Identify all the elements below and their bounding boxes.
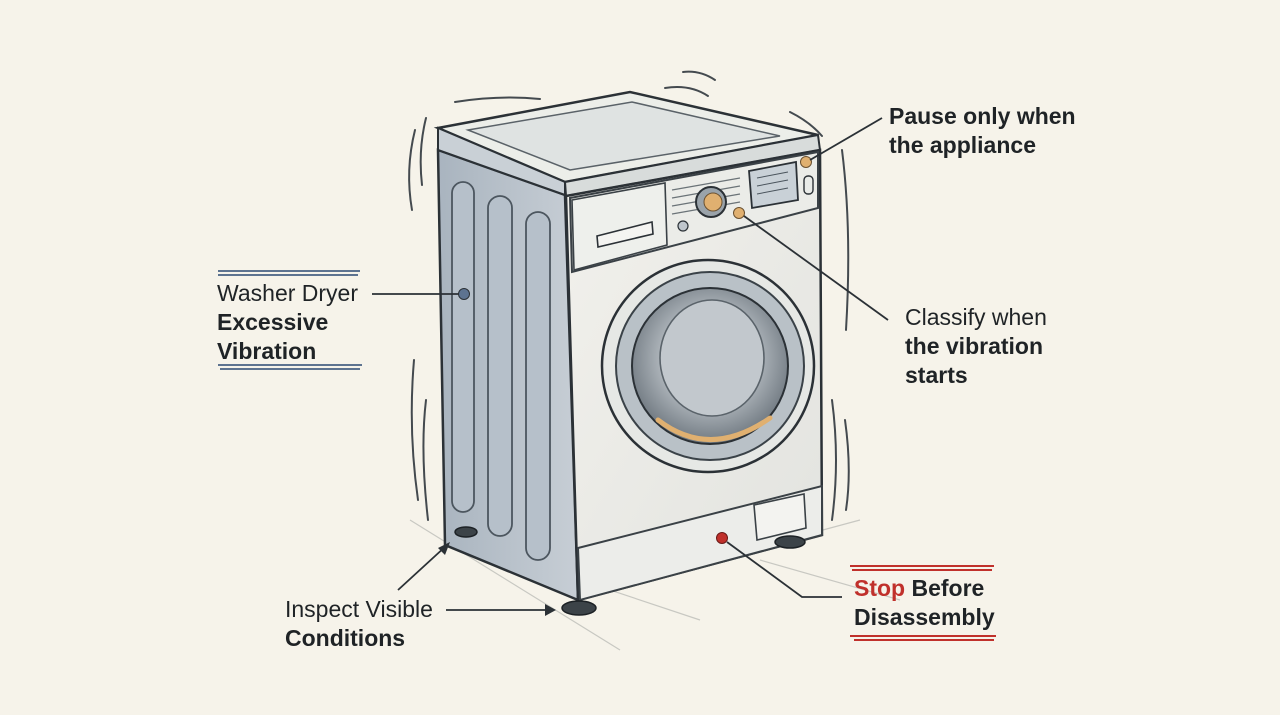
callout-inspect-line1: Inspect Visible — [285, 596, 433, 622]
callout-stop-highlight: Stop — [854, 575, 906, 601]
callout-stop: Stop Before Disassembly — [854, 574, 995, 632]
drum-inner — [659, 299, 765, 417]
leader-lines — [372, 117, 889, 611]
leader-top-right — [809, 117, 883, 161]
detergent-drawer — [571, 182, 668, 272]
small-button-left — [677, 220, 689, 232]
callout-stop-line1: Stop Before — [854, 574, 995, 603]
leader-bottom-right — [726, 541, 842, 598]
filter-access-door — [753, 493, 807, 541]
power-button — [803, 175, 814, 195]
callout-classify-line3: starts — [905, 362, 968, 388]
vibration-marks — [408, 70, 850, 521]
callout-classify-line2: the vibration — [905, 333, 1044, 359]
callout-inspect: Inspect Visible Conditions — [285, 595, 433, 653]
washer-top-inset — [465, 101, 781, 171]
display-lines — [756, 171, 789, 195]
drum-gasket-highlight — [655, 415, 773, 442]
callout-title: Washer Dryer Excessive Vibration — [217, 279, 358, 366]
marker-side-panel — [458, 288, 470, 300]
leader-bottom-left-upper — [397, 545, 447, 591]
side-ribs — [451, 181, 551, 561]
callout-classify-line1: Classify when — [905, 304, 1047, 330]
callout-pause: Pause only when the appliance — [889, 102, 1076, 160]
callout-stop-line2: Disassembly — [854, 604, 995, 630]
foot-left-front — [561, 600, 597, 616]
control-display — [748, 160, 799, 210]
arrowheads — [438, 542, 556, 616]
callout-classify: Classify when the vibration starts — [905, 303, 1047, 390]
label-rules-left — [218, 270, 362, 370]
callout-title-line1: Washer Dryer — [217, 280, 358, 306]
foot-right-front — [774, 535, 806, 549]
callout-pause-line1: Pause only when — [889, 103, 1076, 129]
callout-pause-line2: the appliance — [889, 132, 1036, 158]
marker-kick-panel — [716, 532, 728, 544]
callout-stop-rest: Before — [905, 575, 985, 601]
foot-left-back — [454, 526, 478, 538]
callout-title-line3: Vibration — [217, 338, 317, 364]
leader-middle-right — [743, 215, 889, 321]
marker-knob-button — [733, 207, 745, 219]
callout-title-line2: Excessive — [217, 309, 329, 335]
program-knob-center — [703, 192, 723, 212]
label-rules-bottom-right — [850, 565, 996, 641]
callout-inspect-line2: Conditions — [285, 625, 406, 651]
drawer-handle — [596, 220, 654, 248]
marker-control-indicator — [800, 156, 812, 168]
